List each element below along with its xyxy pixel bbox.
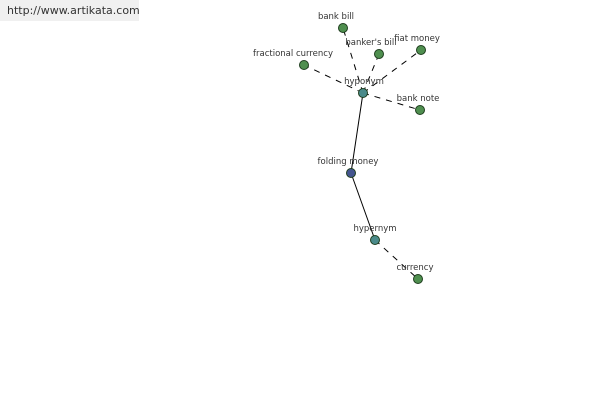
term-bank-bill-node[interactable] <box>338 23 348 33</box>
edge-currency <box>374 239 419 280</box>
edge-bank-note <box>362 92 421 111</box>
term-fiat-money-node[interactable] <box>416 45 426 55</box>
center-folding-money-label[interactable]: folding money <box>318 157 379 167</box>
edge-hyponym <box>350 92 364 174</box>
term-fractional-currency-node[interactable] <box>299 60 309 70</box>
edge-bankers-bill <box>362 53 380 94</box>
term-bank-bill-label[interactable]: bank bill <box>318 12 354 22</box>
term-fiat-money-label[interactable]: fiat money <box>394 34 440 44</box>
term-bankers-bill-label[interactable]: banker's bill <box>345 38 396 48</box>
relation-hypernym-node[interactable] <box>370 235 380 245</box>
term-fractional-currency-label[interactable]: fractional currency <box>253 49 333 59</box>
relation-hyponym-node[interactable] <box>358 88 368 98</box>
term-currency-node[interactable] <box>413 274 423 284</box>
source-url[interactable]: http://www.artikata.com <box>0 0 140 21</box>
edge-fiat-money <box>362 49 422 94</box>
relation-hyponym-label[interactable]: hyponym <box>344 77 384 87</box>
center-folding-money-node[interactable] <box>346 168 356 178</box>
term-bank-note-label[interactable]: bank note <box>397 94 440 104</box>
edge-hypernym <box>350 172 376 241</box>
term-bank-note-node[interactable] <box>415 105 425 115</box>
term-bankers-bill-node[interactable] <box>374 49 384 59</box>
relation-hypernym-label[interactable]: hypernym <box>353 224 396 234</box>
term-currency-label[interactable]: currency <box>396 263 433 273</box>
